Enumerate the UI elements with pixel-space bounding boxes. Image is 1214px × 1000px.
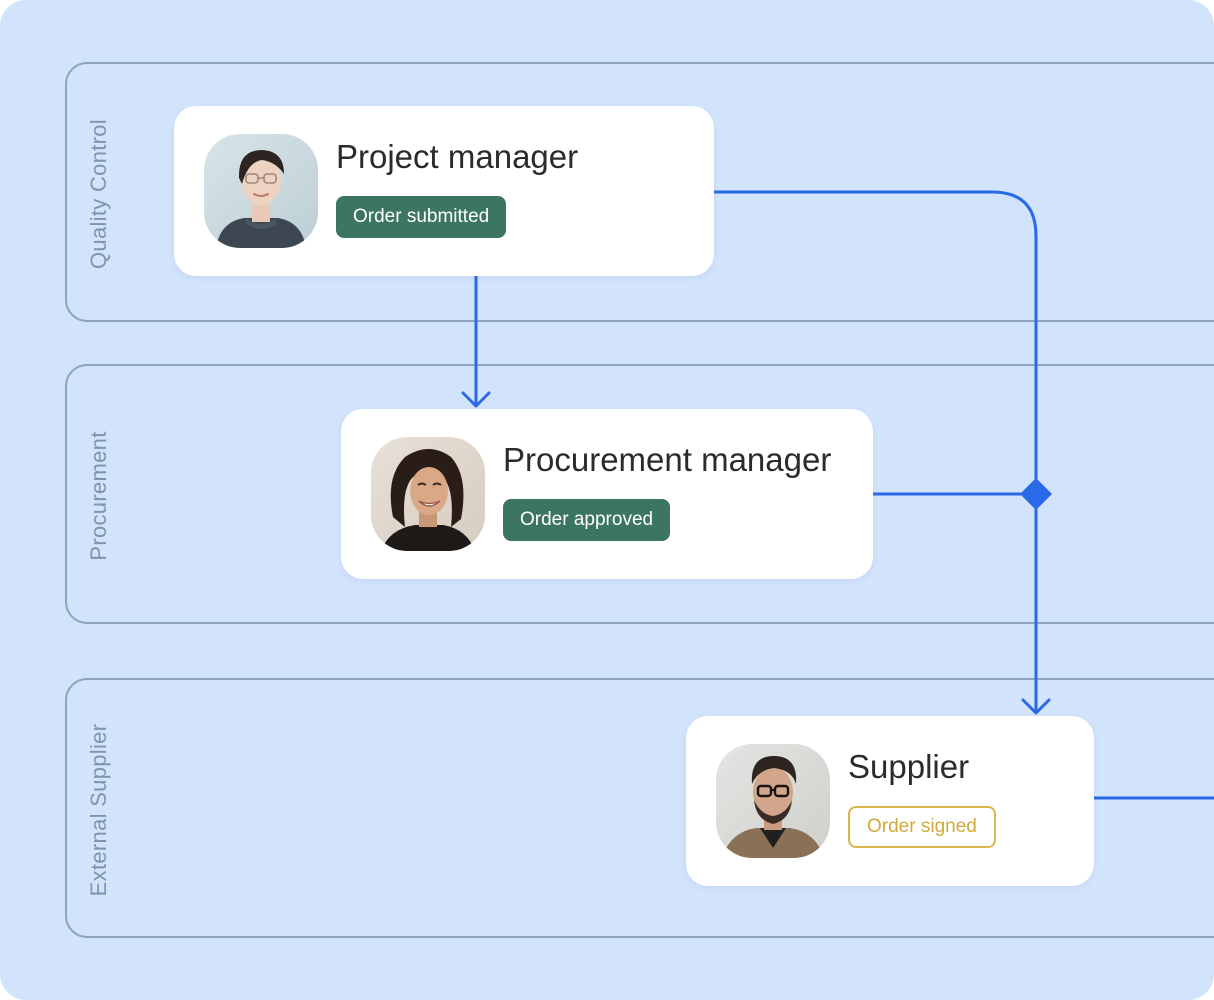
connector-pm-to-supplier [712,190,1038,714]
node-card-procurement-manager[interactable]: Procurement manager Order approved [341,409,873,579]
swimlane-quality-control: Quality Control [65,62,1214,322]
arrowhead-procurement [461,391,491,408]
status-badge-completed: Order submitted [336,196,507,238]
person-avatar-woman-glasses-icon [204,134,318,248]
swimlane-procurement: Procurement [65,364,1214,624]
node-role-title: Project manager [336,138,579,175]
status-badge-pending: Order signed [848,806,996,848]
person-avatar-man-glasses-icon [716,744,830,858]
node-role-title: Supplier [848,748,970,785]
node-card-supplier[interactable]: Supplier Order signed [686,716,1094,886]
diamond-junction-icon [1020,478,1052,510]
node-card-project-manager[interactable]: Project manager Order submitted [174,106,714,276]
arrowhead-supplier [1021,698,1051,715]
node-role-title: Procurement manager [503,441,832,478]
swimlane-external-supplier: External Supplier [65,678,1214,938]
person-avatar-woman-smiling-icon [371,437,485,551]
status-badge-completed: Order approved [503,499,671,541]
